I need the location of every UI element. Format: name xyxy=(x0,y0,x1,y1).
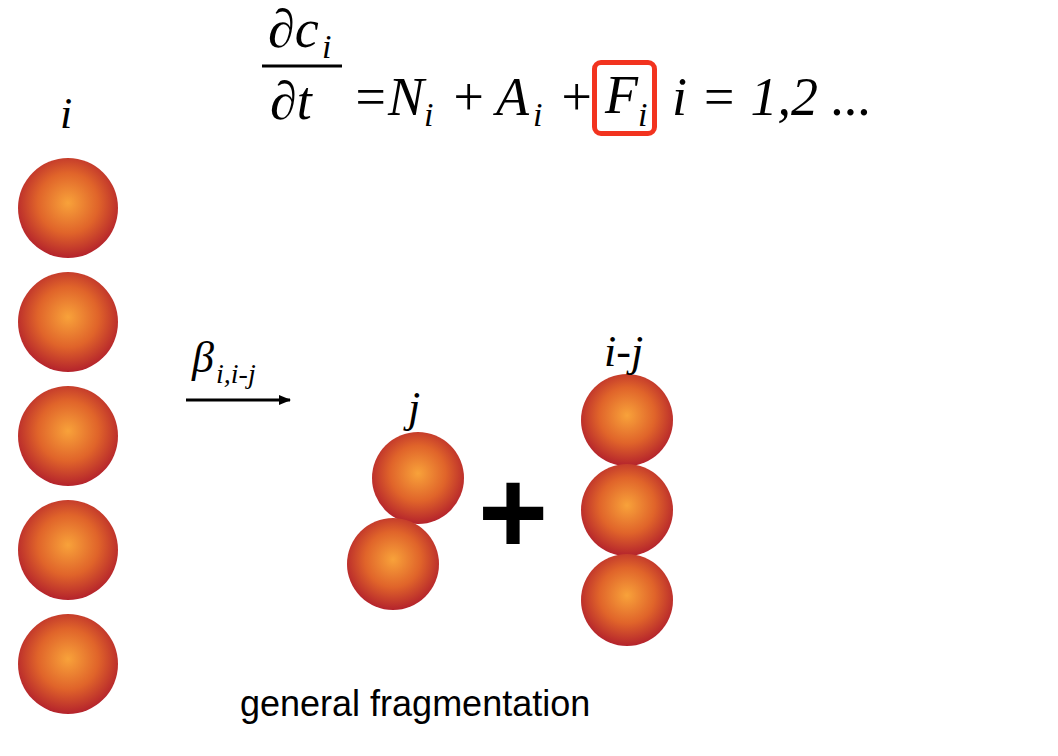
subscript: i xyxy=(424,98,433,132)
rate-symbol: β xyxy=(192,336,214,380)
index-range: i = 1,2 ... xyxy=(672,70,872,124)
equation-term: ∂t xyxy=(270,74,312,128)
equation-term: N xyxy=(388,70,424,124)
fraction-bar xyxy=(262,65,342,68)
plus-sign: + xyxy=(478,452,548,572)
equation-term: A xyxy=(496,70,529,124)
subscript: i,i-j xyxy=(216,360,256,388)
equation-operator: + xyxy=(558,70,594,124)
fragment-i-j xyxy=(581,374,673,646)
subscript: i xyxy=(322,30,331,64)
caption-text: general fragmentation xyxy=(240,686,590,722)
fragment-j xyxy=(347,432,464,610)
polymer-i xyxy=(18,158,118,714)
reaction-arrow xyxy=(186,399,290,402)
size-label: i xyxy=(60,92,72,136)
equation-operator: = xyxy=(352,70,388,124)
size-label: j xyxy=(408,386,420,430)
subscript: i xyxy=(638,98,647,132)
equation-term: F xyxy=(605,68,638,122)
highlight-box: Fi xyxy=(592,60,657,136)
equation-operator: + xyxy=(450,70,486,124)
size-label: i-j xyxy=(604,330,643,374)
equation-term: ∂c xyxy=(268,2,319,56)
subscript: i xyxy=(533,98,542,132)
